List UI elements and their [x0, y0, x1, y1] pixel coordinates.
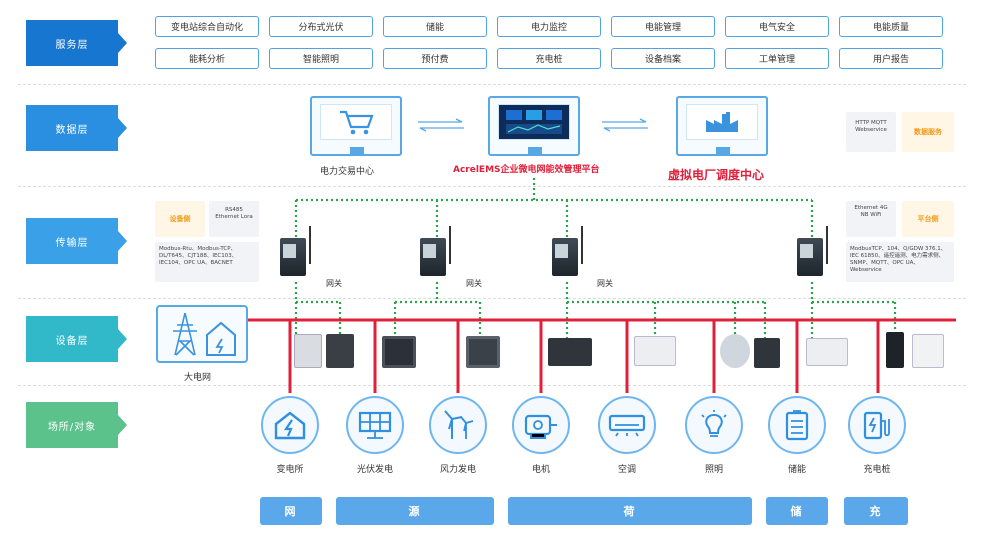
factory-icon — [706, 112, 738, 132]
gateway-device[interactable] — [420, 226, 451, 276]
separator — [18, 186, 966, 187]
light-bulb-icon — [701, 410, 727, 437]
communication-network-lines — [294, 178, 897, 338]
object-air-conditioner[interactable] — [598, 396, 656, 454]
gateway-device[interactable] — [280, 226, 311, 276]
object-label: 充电桩 — [863, 465, 891, 475]
service-box[interactable]: 智能照明 — [269, 48, 373, 69]
service-box[interactable]: 设备档案 — [611, 48, 715, 69]
separator — [18, 298, 966, 299]
dashboard-icon — [506, 110, 562, 134]
object-storage[interactable] — [768, 396, 826, 454]
ems-platform-monitor — [488, 96, 580, 156]
data-service-tag: 数据服务 — [902, 112, 954, 152]
multifunction-meter-device[interactable] — [466, 336, 500, 368]
gateway-device[interactable] — [552, 226, 583, 276]
category-source-button[interactable]: 源 — [336, 497, 494, 525]
object-label: 光伏发电 — [356, 465, 393, 475]
category-storage-button[interactable]: 储 — [766, 497, 828, 525]
service-box[interactable]: 充电桩 — [497, 48, 601, 69]
solar-panel-icon — [358, 411, 392, 439]
gateway-device[interactable] — [797, 226, 828, 276]
object-label: 电机 — [531, 465, 550, 475]
object-label: 照明 — [704, 465, 723, 475]
gateway-label: 网关 — [326, 279, 342, 288]
battery-storage-icon — [785, 410, 809, 441]
exchange-arrows-icon — [418, 118, 464, 132]
object-motor[interactable] — [512, 396, 570, 454]
ems-platform-label: AcrelEMS企业微电网能效管理平台 — [453, 165, 600, 175]
category-grid-button[interactable]: 网 — [260, 497, 322, 525]
category-load-button[interactable]: 荷 — [508, 497, 752, 525]
vpp-dispatch-center-monitor — [676, 96, 768, 156]
gateway-label: 网关 — [597, 279, 613, 288]
power-tower-house-icon — [173, 312, 236, 356]
gateway-label: 网关 — [466, 279, 482, 288]
main-grid-box — [156, 305, 248, 363]
din-rail-meter-device[interactable] — [634, 336, 676, 366]
platform-side-protocol-list: ModbusTCP、104、Q/GDW 376.1、IEC 61850、遥控遥测… — [846, 242, 954, 282]
main-grid-label: 大电网 — [184, 373, 212, 383]
house-bolt-icon — [274, 411, 306, 440]
service-box[interactable]: 电能质量 — [839, 16, 943, 37]
object-wind[interactable] — [429, 396, 487, 454]
air-conditioner-icon — [608, 414, 646, 437]
service-box[interactable]: 用户报告 — [839, 48, 943, 69]
object-charging-pile[interactable] — [848, 396, 906, 454]
data-protocol-box: HTTP MQTT Webservice — [846, 112, 896, 152]
service-box[interactable]: 电气安全 — [725, 16, 829, 37]
layer-label-device: 设备层 — [26, 316, 118, 362]
object-substation[interactable] — [261, 396, 319, 454]
power-trading-center-monitor — [310, 96, 402, 156]
layer-label-transport: 传输层 — [26, 218, 118, 264]
prepaid-meter-device[interactable] — [912, 334, 944, 368]
device-side-tag: 设备侧 — [155, 201, 205, 237]
smart-sensor-device[interactable] — [720, 334, 750, 368]
controller-device[interactable] — [754, 338, 780, 368]
platform-side-protocols: Ethernet 4G NB WiFi — [846, 201, 896, 237]
service-box[interactable]: 能耗分析 — [155, 48, 259, 69]
separator — [18, 84, 966, 85]
motor-icon — [524, 414, 557, 439]
layer-label-object: 场所/对象 — [26, 402, 118, 448]
service-box[interactable]: 预付费 — [383, 48, 487, 69]
power-quality-analyzer-device[interactable] — [548, 338, 592, 366]
charging-pile-icon — [863, 411, 890, 440]
layer-label-data: 数据层 — [26, 105, 118, 151]
separator — [18, 385, 966, 386]
object-label: 空调 — [617, 465, 636, 475]
device-side-protocols: RS485 Ethernet Lora — [209, 201, 259, 237]
exchange-arrows-icon — [602, 118, 648, 132]
service-box[interactable]: 变电站综合自动化 — [155, 16, 259, 37]
device-side-protocol-list: Modbus-Rtu、Modbus-TCP、DL/T645、CJT188、IEC… — [155, 242, 259, 282]
protection-relay-device[interactable] — [326, 334, 354, 368]
layer-label-service: 服务层 — [26, 20, 118, 66]
service-box[interactable]: 电力监控 — [497, 16, 601, 37]
object-lighting[interactable] — [685, 396, 743, 454]
object-label: 风力发电 — [439, 465, 476, 475]
service-box[interactable]: 电能管理 — [611, 16, 715, 37]
service-box[interactable]: 储能 — [383, 16, 487, 37]
power-trading-center-label: 电力交易中心 — [320, 167, 375, 177]
power-meter-device[interactable] — [382, 336, 416, 368]
platform-side-tag: 平台侧 — [902, 201, 954, 237]
object-label: 变电所 — [276, 465, 304, 475]
charging-controller-device[interactable] — [886, 332, 904, 368]
wind-turbine-icon — [444, 410, 474, 439]
category-charging-button[interactable]: 充 — [844, 497, 908, 525]
service-box[interactable]: 工单管理 — [725, 48, 829, 69]
energy-meter-device[interactable] — [806, 338, 848, 366]
shopping-cart-icon — [340, 110, 374, 135]
vpp-dispatch-center-label: 虚拟电厂调度中心 — [668, 168, 765, 182]
protection-relay-device[interactable] — [294, 334, 322, 368]
object-pv[interactable] — [346, 396, 404, 454]
power-bus-lines — [248, 318, 956, 393]
object-label: 储能 — [787, 465, 806, 475]
service-box[interactable]: 分布式光伏 — [269, 16, 373, 37]
